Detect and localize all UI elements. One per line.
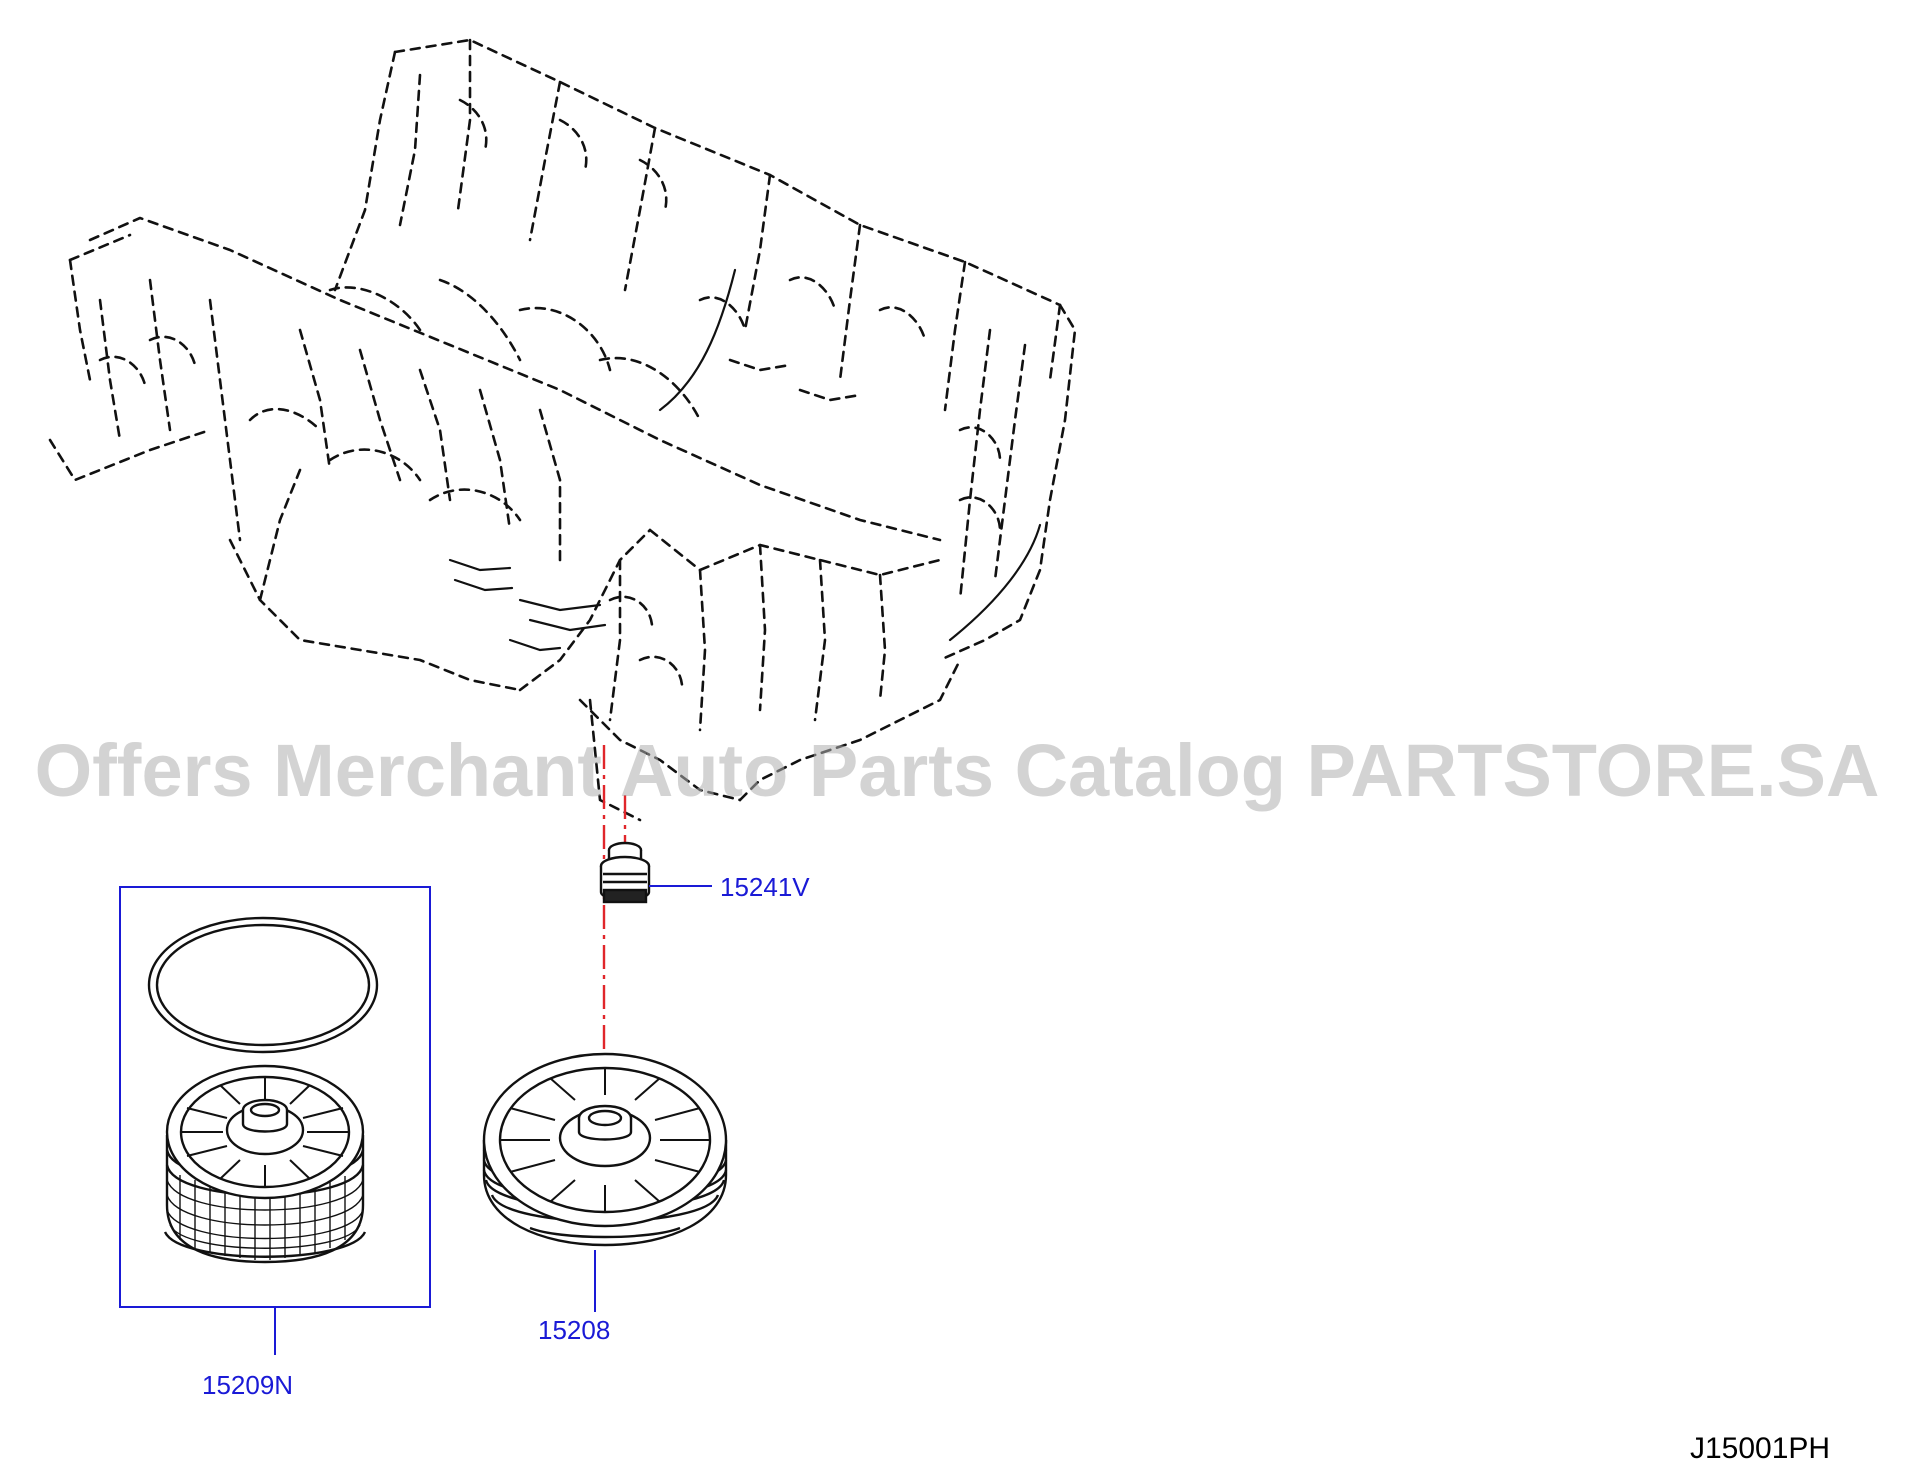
callout-15208[interactable]: 15208 (538, 1315, 611, 1345)
engine-block-solid-details (448, 268, 1042, 652)
part-15208-filter-cap-drawing[interactable] (482, 1052, 728, 1247)
callout-15209n[interactable]: 15209N (202, 1370, 294, 1400)
drawing-code: J15001PH (1690, 1432, 1831, 1465)
callout-15241v[interactable]: 15241V (720, 872, 810, 902)
engine-block-phantom (48, 38, 1077, 822)
part-15209n-filter-element-drawing[interactable] (163, 1064, 367, 1264)
assembly-center-line (602, 745, 627, 1075)
part-15209n-o-ring-drawing[interactable] (147, 916, 379, 1054)
part-15241v-valve-drawing[interactable] (599, 841, 651, 904)
